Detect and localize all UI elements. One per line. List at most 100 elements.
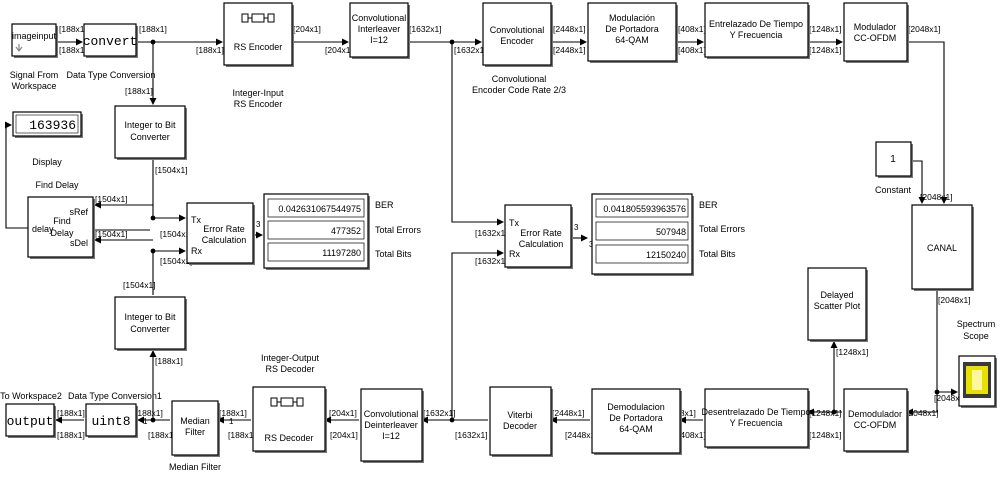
block-text: CANAL xyxy=(927,243,957,253)
block-text: Calculation xyxy=(202,235,247,245)
rs-decoder-block[interactable]: RS Decoder xyxy=(252,386,327,453)
port-label: sRef xyxy=(69,207,88,217)
port-label: 1 xyxy=(229,417,234,426)
delayed-scatter-plot-block[interactable]: Delayed Scatter Plot xyxy=(807,267,868,342)
block-text: Entrelazado De Tiempo xyxy=(709,19,803,29)
junction-dots xyxy=(150,39,940,423)
sig-label: [1632x1] xyxy=(454,45,487,55)
modulador-ccofdm-block[interactable]: Modulador CC-OFDM xyxy=(843,2,909,63)
data-type-conversion1-block[interactable]: uint8 xyxy=(85,403,138,438)
modulacion-64qam-block[interactable]: Modulación De Portadora 64-QAM xyxy=(587,2,678,63)
block-text: Convolutional xyxy=(490,25,545,35)
block-text: 64-QAM xyxy=(615,35,649,45)
block-text: Interleaver xyxy=(358,24,401,34)
signal-from-workspace-block[interactable]: imageinput xyxy=(11,23,58,58)
block-text: Modulador xyxy=(854,22,897,32)
block-text: I=12 xyxy=(382,431,400,441)
block-label: Data Type Conversion1 xyxy=(68,391,162,401)
error-display-left[interactable]: 0.042631067544975 477352 11197280 xyxy=(263,193,370,270)
sig-label: [2448x1] xyxy=(565,430,598,440)
demodulacion-64qam-block[interactable]: Demodulacion De Portadora 64-QAM xyxy=(591,388,682,455)
sig-label: [408x1] xyxy=(678,430,706,440)
sig-label: [204x1] xyxy=(293,24,321,34)
block-text: 64-QAM xyxy=(619,424,653,434)
integer-to-bit-converter-bottom[interactable]: Integer to Bit Converter xyxy=(114,296,187,351)
sig-label: [1248x1] xyxy=(836,347,869,357)
block-text: RS Encoder xyxy=(234,42,283,52)
sig-label: [1504x1] xyxy=(95,194,128,204)
canal-block[interactable]: CANAL xyxy=(911,204,974,291)
block-text: Y Frecuencia xyxy=(730,418,783,428)
entrelazado-block[interactable]: Entrelazado De Tiempo Y Frecuencia xyxy=(704,2,810,59)
block-text: Demodulador xyxy=(848,409,902,419)
to-workspace-block[interactable]: output xyxy=(5,403,56,438)
block-label: Encoder Code Rate 2/3 xyxy=(472,85,566,95)
sig-label: [1248x1] xyxy=(809,430,842,440)
block-label: Data Type Conversion xyxy=(67,70,156,80)
sig-label: [188x1] xyxy=(59,24,87,34)
error-rate-calculation-right[interactable]: Tx Rx Error Rate Calculation xyxy=(504,204,573,269)
sig-label: [204x1] xyxy=(330,430,358,440)
convolutional-interleaver-block[interactable]: Convolutional Interleaver I=12 xyxy=(349,2,410,59)
block-text: uint8 xyxy=(91,414,130,429)
sig-label: [1248x1] xyxy=(809,24,842,34)
block-label: Workspace xyxy=(12,81,57,91)
block-text: Modulación xyxy=(609,13,655,23)
block-label: Convolutional xyxy=(492,74,547,84)
desentrelazado-block[interactable]: Desentrelazado De Tiempo Y Frecuencia xyxy=(701,388,811,449)
ber-label: BER xyxy=(699,200,718,210)
block-text: De Portadora xyxy=(605,24,659,34)
display-block[interactable]: 163936 xyxy=(12,111,83,138)
sig-label: [188x1] xyxy=(228,430,256,440)
sig-label: [188x1] xyxy=(196,45,224,55)
integer-to-bit-converter-top[interactable]: Integer to Bit Converter xyxy=(114,105,187,160)
sig-label: [2048x1] xyxy=(906,408,939,418)
spectrum-scope-block[interactable] xyxy=(958,355,997,408)
block-text: Convolutional xyxy=(364,409,419,419)
sig-label: [2448x1] xyxy=(553,45,586,55)
port-label: 3 xyxy=(574,223,579,232)
constant-value: 1 xyxy=(890,154,896,165)
constant-block[interactable]: 1 xyxy=(875,141,913,178)
convolutional-encoder-block[interactable]: Convolutional Encoder xyxy=(482,2,553,67)
port-label: Rx xyxy=(191,246,202,256)
block-text: CC-OFDM xyxy=(854,420,897,430)
block-text: Demodulacion xyxy=(607,402,665,412)
sig-label: [2048x1] xyxy=(920,192,953,202)
demodulador-ccofdm-block[interactable]: Demodulador CC-OFDM xyxy=(843,388,909,453)
block-text: CC-OFDM xyxy=(854,33,897,43)
block-text: Median xyxy=(180,416,210,426)
ber-label: BER xyxy=(375,200,394,210)
error-rate-calculation-left[interactable]: Tx Rx Error Rate Calculation xyxy=(186,202,255,265)
block-text: Filter xyxy=(185,427,205,437)
block-text: Error Rate xyxy=(203,224,245,234)
block-text: Decoder xyxy=(503,421,537,431)
block-text: Integer to Bit xyxy=(124,312,176,322)
total-errors-value: 477352 xyxy=(331,226,361,236)
data-type-conversion-block[interactable]: convert xyxy=(83,23,138,58)
block-label: Display xyxy=(32,157,62,167)
sig-label: [1632x1] xyxy=(455,430,488,440)
ber-value: 0.041805593963576 xyxy=(603,204,686,214)
sig-label: [188x1] xyxy=(155,356,183,366)
find-delay-block[interactable]: delay sRef sDel Find Delay xyxy=(27,196,95,259)
sig-label: [204x1] xyxy=(329,408,357,418)
block-text: RS Decoder xyxy=(264,433,313,443)
total-errors-value: 507948 xyxy=(656,227,686,237)
block-text: Converter xyxy=(130,132,170,142)
block-text: convert xyxy=(83,34,138,49)
median-filter-block[interactable]: Median Filter xyxy=(171,400,220,457)
rs-encoder-block[interactable]: RS Encoder xyxy=(223,2,294,67)
sig-label: [2048x1] xyxy=(908,24,941,34)
block-label: Constant xyxy=(875,185,912,195)
convolutional-deinterleaver-block[interactable]: Convolutional Deinterleaver I=12 xyxy=(360,388,424,463)
error-display-right[interactable]: 0.041805593963576 507948 12150240 xyxy=(591,193,694,276)
sig-label: [1632x1] xyxy=(409,24,442,34)
sig-label: [1248x1] xyxy=(809,45,842,55)
block-text: imageinput xyxy=(12,31,57,41)
block-label: Median Filter xyxy=(169,462,221,472)
block-text: De Portadora xyxy=(609,413,663,423)
total-bits-value: 11197280 xyxy=(322,248,361,258)
sig-label: [408x1] xyxy=(678,24,706,34)
viterbi-decoder-block[interactable]: Viterbi Decoder xyxy=(489,386,553,457)
